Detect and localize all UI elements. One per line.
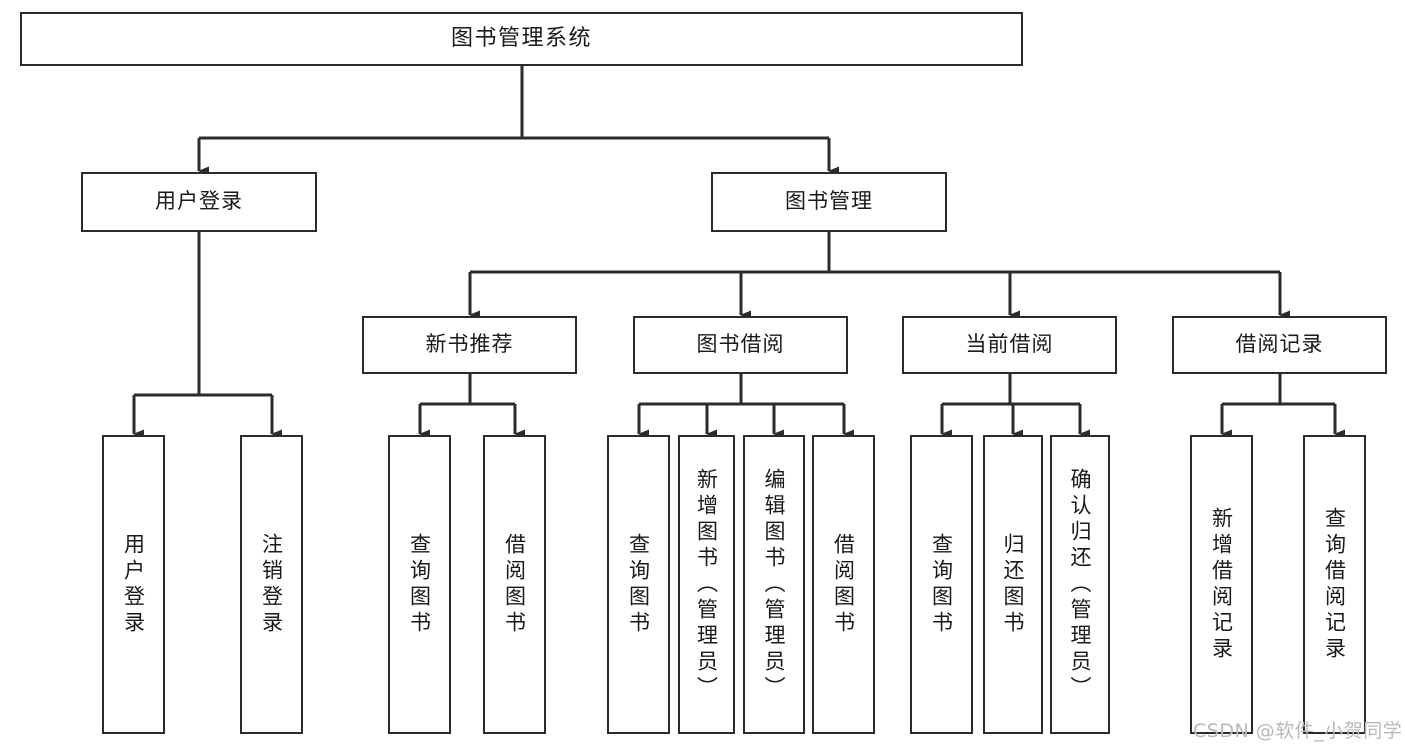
leaf-query-books-current[interactable]: 查询图书 [910, 435, 973, 734]
node-root[interactable]: 图书管理系统 [20, 12, 1023, 66]
leaf-borrow-book[interactable]: 借阅图书 [812, 435, 875, 734]
csdn-watermark: CSDN @软件_小贺同学 [1193, 720, 1403, 742]
leaf-query-books-borrow[interactable]: 查询图书 [607, 435, 670, 734]
leaf-user-login[interactable]: 用户登录 [102, 435, 165, 734]
leaf-borrow-books-recommend-label: 借阅图书 [502, 532, 527, 637]
leaf-add-borrow-record-label: 新增借阅记录 [1209, 506, 1234, 663]
leaf-edit-book-admin-label: 编辑图书（管理员） [762, 467, 787, 702]
leaf-query-borrow-record-label: 查询借阅记录 [1322, 506, 1347, 663]
leaf-return-book[interactable]: 归还图书 [983, 435, 1043, 734]
leaf-query-books-recommend-label: 查询图书 [407, 532, 432, 637]
leaf-query-books-borrow-label: 查询图书 [626, 532, 651, 637]
leaf-return-book-label: 归还图书 [1001, 532, 1026, 637]
node-root-label: 图书管理系统 [450, 25, 592, 51]
leaf-borrow-book-label: 借阅图书 [831, 532, 856, 637]
leaf-logout-label: 注销登录 [259, 532, 284, 637]
node-book-management-label: 图书管理 [785, 189, 873, 214]
node-user-login-label: 用户登录 [155, 189, 243, 214]
node-current-borrow-label: 当前借阅 [965, 332, 1054, 357]
node-user-login[interactable]: 用户登录 [81, 172, 317, 232]
node-borrow-records-label: 借阅记录 [1235, 332, 1324, 357]
leaf-borrow-books-recommend[interactable]: 借阅图书 [483, 435, 546, 734]
leaf-add-book-admin-label: 新增图书（管理员） [694, 467, 719, 702]
edge-layer [132, 66, 1345, 439]
leaf-query-borrow-record[interactable]: 查询借阅记录 [1303, 435, 1366, 734]
leaf-edit-book-admin[interactable]: 编辑图书（管理员） [743, 435, 805, 734]
node-current-borrow[interactable]: 当前借阅 [902, 316, 1117, 374]
leaf-query-books-current-label: 查询图书 [929, 532, 954, 637]
node-borrow-records[interactable]: 借阅记录 [1172, 316, 1387, 374]
leaf-add-borrow-record[interactable]: 新增借阅记录 [1190, 435, 1253, 734]
leaf-confirm-return-admin-label: 确认归还（管理员） [1068, 467, 1093, 702]
node-book-borrow[interactable]: 图书借阅 [633, 316, 848, 374]
node-book-management[interactable]: 图书管理 [711, 172, 947, 232]
node-new-book-recommend[interactable]: 新书推荐 [362, 316, 577, 374]
node-book-borrow-label: 图书借阅 [696, 332, 785, 357]
leaf-add-book-admin[interactable]: 新增图书（管理员） [678, 435, 735, 734]
leaf-user-login-label: 用户登录 [121, 532, 146, 637]
node-new-book-recommend-label: 新书推荐 [425, 332, 514, 357]
leaf-logout[interactable]: 注销登录 [240, 435, 303, 734]
leaf-confirm-return-admin[interactable]: 确认归还（管理员） [1050, 435, 1110, 734]
leaf-query-books-recommend[interactable]: 查询图书 [388, 435, 451, 734]
